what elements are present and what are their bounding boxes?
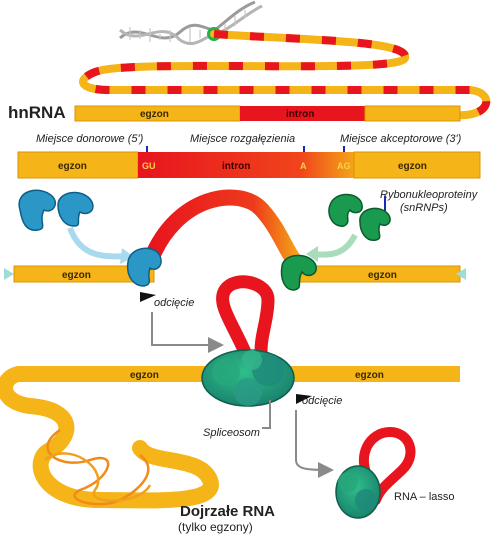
stage2-exon-right-label: egzon (368, 270, 397, 281)
detail-exon-left-label: egzon (58, 161, 87, 172)
nascent-rna (79, 30, 491, 120)
hnrna-exon-label: egzon (140, 109, 169, 120)
hnrna-exon-right (364, 105, 461, 122)
blue-binding-arrow (67, 226, 129, 260)
gu-site: GU (142, 161, 156, 171)
cleavage-arrow-1 (151, 312, 224, 353)
green-binding-arrow (311, 233, 358, 258)
cleavage-mark-2 (296, 394, 312, 404)
stage2-exon-left (13, 265, 155, 283)
cleavage-label-1: odcięcie (154, 297, 194, 309)
mature-rna-sub-label: (tylko egzony) (178, 520, 253, 534)
intron-arch (142, 189, 306, 274)
left-end-marker (4, 268, 14, 280)
snrnp-blue-icon (18, 189, 94, 231)
cleavage-label-2: odcięcie (302, 395, 342, 407)
detail-intron (138, 152, 354, 178)
cleavage-mark-1 (140, 292, 156, 302)
spliceosome-icon (201, 349, 295, 407)
mature-rna-label: Dojrzałe RNA (180, 503, 275, 520)
detail-exon-right-label: egzon (398, 161, 427, 172)
detail-intron-label: intron (222, 161, 250, 172)
branch-site-label: Miejsce rozgałęzienia (190, 133, 295, 145)
intron-loop (216, 275, 275, 372)
spliceosome-label: Spliceosom (203, 427, 260, 439)
hnrna-intron-label: intron (286, 109, 314, 120)
detail-exon-right (353, 151, 481, 179)
stage3-exon-left-label: egzon (130, 370, 159, 381)
a-site: A (300, 161, 307, 171)
lariat-arrow (295, 410, 334, 478)
acceptor-site-label: Miejsce akceptorowe (3') (340, 133, 462, 145)
stage2-exon-left-label: egzon (62, 270, 91, 281)
bound-blue-snrnp-icon (126, 247, 162, 287)
mature-rna-strand (0, 366, 219, 509)
detail-exon-left (17, 151, 139, 179)
ag-site: AG (337, 161, 351, 171)
snrnp-green-icon (328, 193, 391, 241)
hnrna-intron (240, 106, 365, 121)
snrnp-label-line1: Rybonukleoproteiny (380, 189, 479, 201)
snrnp-label-line2: (snRNPs) (400, 202, 448, 214)
hnrna-label: hnRNA (8, 103, 66, 122)
bound-green-snrnp-icon (280, 254, 317, 291)
spliceosome-pointer (262, 400, 271, 429)
right-end-marker (456, 268, 466, 280)
stage3-exon-right-label: egzon (355, 370, 384, 381)
lariat-rna-icon (335, 426, 416, 519)
lariat-label: RNA – lasso (394, 491, 455, 503)
donor-site-label: Miejsce donorowe (5') (36, 133, 144, 145)
